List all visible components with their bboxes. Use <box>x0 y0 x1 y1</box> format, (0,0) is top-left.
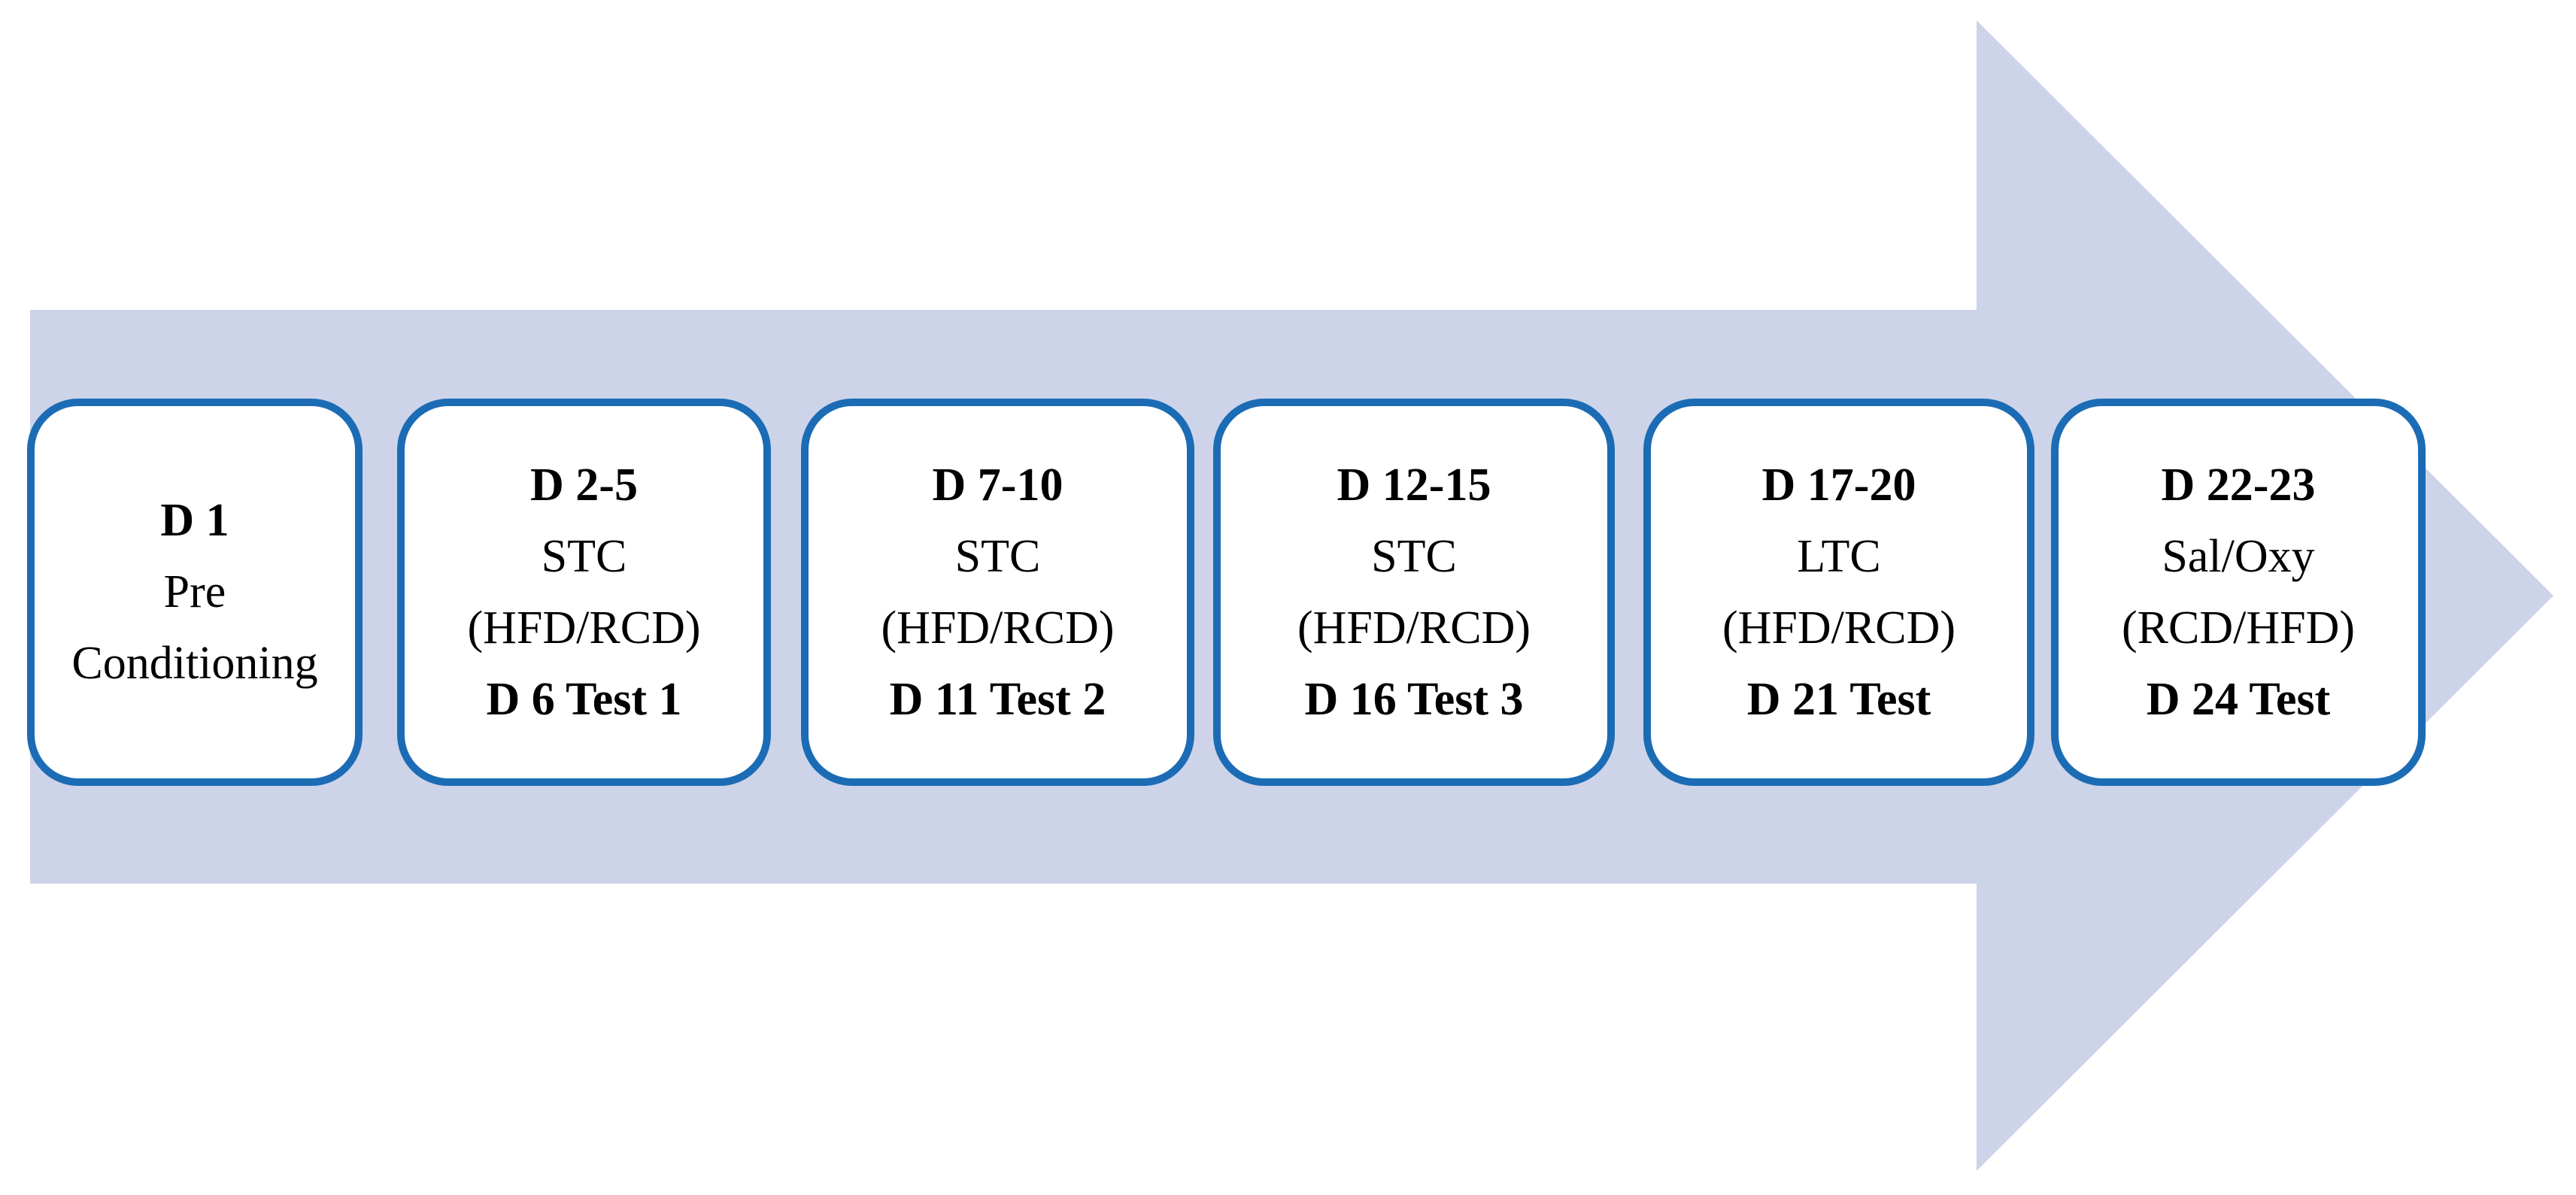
stage-4-day-range: D 12-15 <box>1337 459 1491 511</box>
stage-3-diet: (HFD/RCD) <box>881 602 1115 654</box>
stage-2-test-day: D 6 Test 1 <box>486 673 682 725</box>
stage-4-condition: STC <box>1371 530 1457 582</box>
stage-5-test-day: D 21 Test <box>1746 673 1931 725</box>
stage-1-label: Pre <box>163 566 226 617</box>
stage-box-3: D 7-10 STC (HFD/RCD) D 11 Test 2 <box>801 399 1194 786</box>
stage-3-condition: STC <box>954 530 1041 582</box>
stage-5-diet: (HFD/RCD) <box>1722 602 1956 654</box>
stage-1-day-range: D 1 <box>160 495 229 546</box>
stage-6-day-range: D 22-23 <box>2161 459 2316 511</box>
stage-2-condition: STC <box>541 530 627 582</box>
stage-4-diet: (HFD/RCD) <box>1297 602 1531 654</box>
stage-box-1: D 1 Pre Conditioning <box>27 399 363 786</box>
stage-4-test-day: D 16 Test 3 <box>1304 673 1524 725</box>
stage-box-6: D 22-23 Sal/Oxy (RCD/HFD) D 24 Test <box>2051 399 2426 786</box>
stage-box-2: D 2-5 STC (HFD/RCD) D 6 Test 1 <box>397 399 771 786</box>
stage-3-test-day: D 11 Test 2 <box>889 673 1106 725</box>
stage-box-4: D 12-15 STC (HFD/RCD) D 16 Test 3 <box>1213 399 1615 786</box>
stage-6-diet: (RCD/HFD) <box>2121 602 2356 654</box>
stage-6-condition: Sal/Oxy <box>2162 530 2315 582</box>
stage-2-diet: (HFD/RCD) <box>467 602 701 654</box>
stage-box-5: D 17-20 LTC (HFD/RCD) D 21 Test <box>1643 399 2034 786</box>
stage-6-test-day: D 24 Test <box>2146 673 2331 725</box>
stage-3-day-range: D 7-10 <box>932 459 1063 511</box>
stage-5-condition: LTC <box>1797 530 1881 582</box>
stage-2-day-range: D 2-5 <box>530 459 638 511</box>
stage-1-label-2: Conditioning <box>71 638 318 689</box>
stage-5-day-range: D 17-20 <box>1761 459 1916 511</box>
